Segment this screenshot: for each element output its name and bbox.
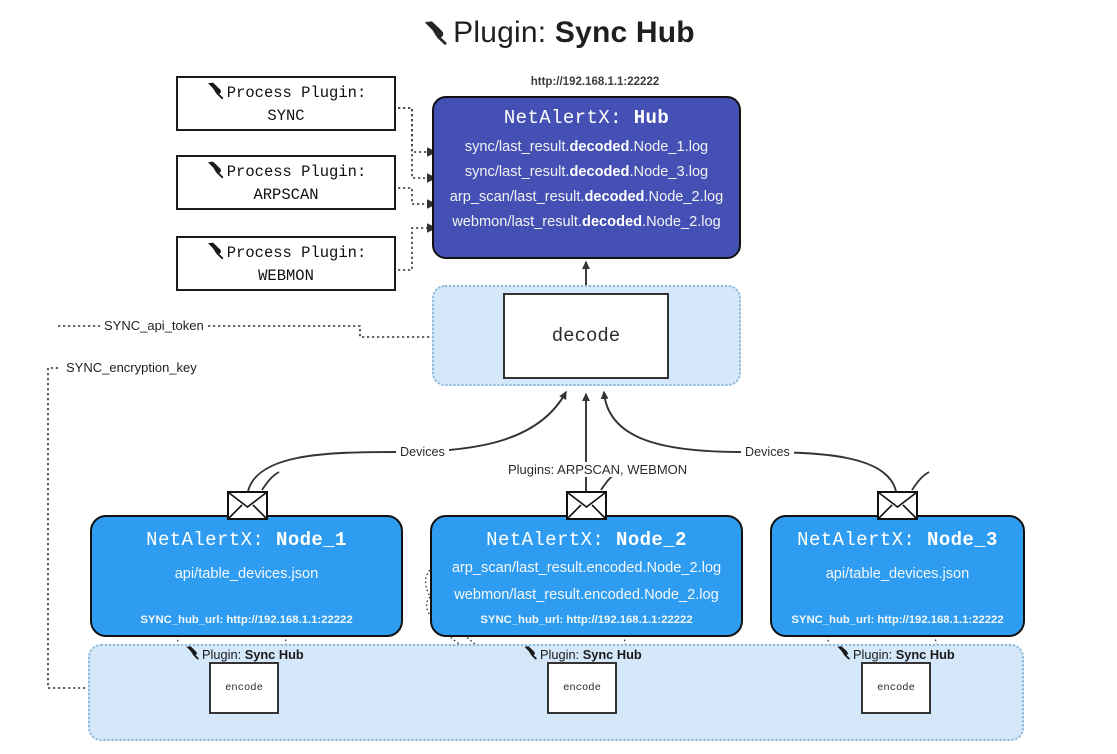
hub-log-mid: decoded <box>582 214 643 230</box>
process-plugin-name: SYNC <box>267 107 305 125</box>
process-plugin-name: ARPSCAN <box>253 186 319 204</box>
plug-icon <box>523 645 538 663</box>
hub-log-post: .Node_2.log <box>642 214 721 230</box>
hub-log-pre: sync/last_result. <box>464 164 570 180</box>
hub-title-name: Hub <box>633 107 670 129</box>
node-hub-url: SYNC_hub_url: http://192.168.1.1:22222 <box>432 614 741 626</box>
hub-log-pre: sync/last_result. <box>464 139 570 155</box>
plug-icon <box>206 81 225 106</box>
hub-log-post: .Node_3.log <box>629 164 709 180</box>
hub-title: NetAlertX: Hub <box>434 107 739 129</box>
node-title-prefix: NetAlertX: <box>797 529 916 551</box>
decode-box[interactable]: decode <box>503 293 669 379</box>
node-line-list: api/table_devices.json <box>772 561 1023 588</box>
hub-log-line: sync/last_result.decoded.Node_3.log <box>437 160 736 185</box>
process-plugin-label: Process Plugin: <box>226 244 367 263</box>
sync-plugin-caption-2: Plugin: Sync Hub <box>523 645 642 663</box>
node-title-name: Node_2 <box>616 529 687 551</box>
envelope-tail-node3 <box>911 471 930 491</box>
node-line: api/table_devices.json <box>174 566 319 582</box>
hub-log-list: sync/last_result.decoded.Node_1.log sync… <box>434 135 739 235</box>
node-hub-url-label: SYNC_hub_url: <box>791 614 875 626</box>
node-hub-url-value: http://192.168.1.1:22222 <box>226 614 353 626</box>
node-hub-url-label: SYNC_hub_url: <box>140 614 224 626</box>
sync-plugin-caption-3: Plugin: Sync Hub <box>836 645 955 663</box>
node-title: NetAlertX: Node_3 <box>772 529 1023 551</box>
plug-icon <box>422 19 449 54</box>
page-title-prefix: Plugin: <box>453 16 547 49</box>
hub-node-box[interactable]: NetAlertX: Hub sync/last_result.decoded.… <box>432 96 741 259</box>
hub-log-post: .Node_2.log <box>644 189 724 205</box>
node-line-list: api/table_devices.json <box>92 561 401 588</box>
node-title-name: Node_3 <box>927 529 998 551</box>
page-title-name: Sync Hub <box>554 16 695 49</box>
sync-plugin-prefix: Plugin: <box>853 646 893 662</box>
plug-icon <box>206 241 225 266</box>
node-title: NetAlertX: Node_2 <box>432 529 741 551</box>
envelope-icon <box>877 491 918 520</box>
page-title: Plugin: Sync Hub <box>0 16 1117 54</box>
node-hub-url: SYNC_hub_url: http://192.168.1.1:22222 <box>92 614 401 626</box>
node-box-node-1[interactable]: NetAlertX: Node_1 api/table_devices.json… <box>90 515 403 637</box>
envelope-tail-node1 <box>261 471 280 491</box>
hub-log-line: sync/last_result.decoded.Node_1.log <box>437 135 736 160</box>
node-title-prefix: NetAlertX: <box>146 529 265 551</box>
edge-sync-to-hublog2 <box>398 107 437 183</box>
node-title: NetAlertX: Node_1 <box>92 529 401 551</box>
edge-label-devices-right: Devices <box>741 445 794 459</box>
sync-plugin-caption-1: Plugin: Sync Hub <box>185 645 304 663</box>
sync-encryption-key-label: SYNC_encryption_key <box>62 360 201 375</box>
hub-log-mid: decoded <box>569 164 630 180</box>
node-line: arp_scan/last_result.encoded.Node_2.log <box>451 560 722 576</box>
edge-label-plugins-center: Plugins: ARPSCAN, WEBMON <box>504 462 692 477</box>
sync-plugin-name: Sync Hub <box>582 646 642 662</box>
node-hub-url-value: http://192.168.1.1:22222 <box>566 614 693 626</box>
node-hub-url-label: SYNC_hub_url: <box>480 614 564 626</box>
sync-plugin-name: Sync Hub <box>244 646 304 662</box>
plug-icon <box>836 645 851 663</box>
node-box-node-3[interactable]: NetAlertX: Node_3 api/table_devices.json… <box>770 515 1025 637</box>
node-box-node-2[interactable]: NetAlertX: Node_2 arp_scan/last_result.e… <box>430 515 743 637</box>
process-plugin-arpscan-box[interactable]: Process Plugin: ARPSCAN <box>176 155 396 210</box>
node-title-prefix: NetAlertX: <box>486 529 605 551</box>
node-line: api/table_devices.json <box>825 566 970 582</box>
process-plugin-sync-box[interactable]: Process Plugin: SYNC <box>176 76 396 131</box>
hub-title-prefix: NetAlertX: <box>503 107 622 129</box>
hub-log-pre: webmon/last_result. <box>452 214 583 230</box>
plug-icon <box>185 645 200 663</box>
hub-log-post: .Node_1.log <box>629 139 709 155</box>
envelope-icon <box>227 491 268 520</box>
edge-label-devices-left: Devices <box>396 445 449 459</box>
hub-url-label: http://192.168.1.1:22222 <box>530 76 660 88</box>
node-line: webmon/last_result.encoded.Node_2.log <box>454 587 719 603</box>
node-hub-url-value: http://192.168.1.1:22222 <box>877 614 1004 626</box>
node-title-name: Node_1 <box>276 529 347 551</box>
hub-log-line: arp_scan/last_result.decoded.Node_2.log <box>437 185 736 210</box>
hub-log-pre: arp_scan/last_result. <box>449 189 585 205</box>
sync-plugin-name: Sync Hub <box>895 646 955 662</box>
edge-webmon-to-hublog4 <box>398 223 437 271</box>
sync-api-token-label: SYNC_api_token <box>100 318 208 333</box>
hub-log-mid: decoded <box>584 189 645 205</box>
process-plugin-label: Process Plugin: <box>226 84 367 103</box>
envelope-icon <box>566 491 607 520</box>
sync-plugin-prefix: Plugin: <box>202 646 242 662</box>
process-plugin-label: Process Plugin: <box>226 163 367 182</box>
process-plugin-name: WEBMON <box>258 267 314 285</box>
edge-arpscan-to-hublog3 <box>398 187 437 209</box>
node-hub-url: SYNC_hub_url: http://192.168.1.1:22222 <box>772 614 1023 626</box>
hub-log-line: webmon/last_result.decoded.Node_2.log <box>437 210 736 235</box>
encode-box-node-2[interactable]: encode <box>547 662 617 714</box>
sync-plugin-prefix: Plugin: <box>540 646 580 662</box>
node-line-list: arp_scan/last_result.encoded.Node_2.log … <box>432 555 741 609</box>
encode-box-node-1[interactable]: encode <box>209 662 279 714</box>
hub-log-mid: decoded <box>569 139 630 155</box>
process-plugin-webmon-box[interactable]: Process Plugin: WEBMON <box>176 236 396 291</box>
plug-icon <box>206 160 225 185</box>
edge-sync-to-hublog1 <box>398 107 437 157</box>
encode-box-node-3[interactable]: encode <box>861 662 931 714</box>
